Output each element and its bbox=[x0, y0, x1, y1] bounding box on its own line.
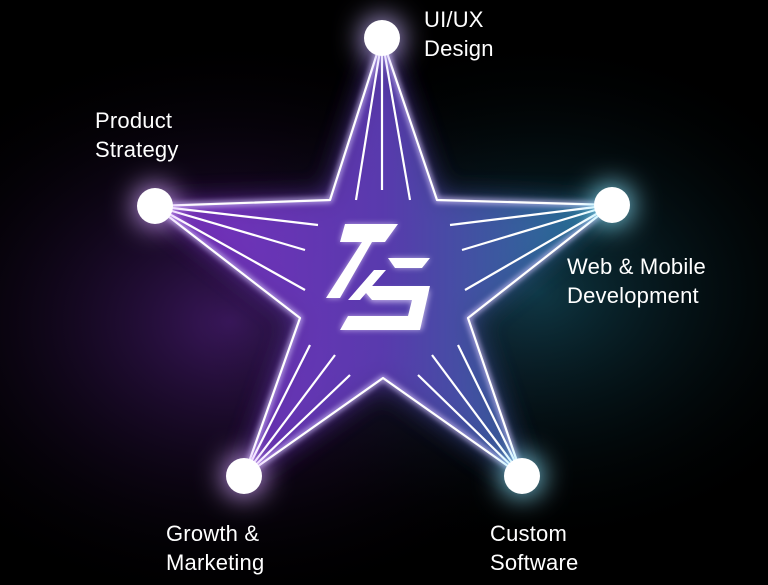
label-line: Marketing bbox=[166, 550, 265, 575]
label-line: Strategy bbox=[95, 137, 179, 162]
node-bottom-right bbox=[504, 458, 540, 494]
label-growth-marketing: Growth & Marketing bbox=[166, 519, 264, 577]
label-line: Growth & bbox=[166, 521, 260, 546]
label-line: Software bbox=[490, 550, 579, 575]
label-line: Custom bbox=[490, 521, 567, 546]
label-ui-ux-design: UI/UX Design bbox=[424, 5, 494, 63]
label-line: UI/UX bbox=[424, 7, 484, 32]
label-web-mobile-development: Web & Mobile Development bbox=[567, 252, 706, 310]
node-top bbox=[364, 20, 400, 56]
zg-logo bbox=[326, 224, 430, 330]
star-fill-core bbox=[155, 38, 612, 476]
label-line: Design bbox=[424, 36, 494, 61]
node-bottom-left bbox=[226, 458, 262, 494]
node-right bbox=[594, 187, 630, 223]
label-line: Product bbox=[95, 108, 173, 133]
label-line: Development bbox=[567, 283, 699, 308]
label-product-strategy: Product Strategy bbox=[95, 106, 179, 164]
star-lines bbox=[153, 36, 614, 478]
node-left bbox=[137, 188, 173, 224]
label-custom-software: Custom Software bbox=[490, 519, 578, 577]
label-line: Web & Mobile bbox=[567, 254, 706, 279]
